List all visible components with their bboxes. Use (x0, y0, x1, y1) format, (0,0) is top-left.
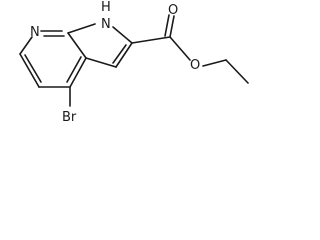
bond-c3-c3a (85, 57, 117, 68)
bond-c4-c3a (69, 57, 87, 88)
atom-label-pyrrole-h: H (101, 0, 111, 15)
molecule-canvas: N H N O O Br (0, 0, 260, 140)
bond-c4-c3a-double (66, 56, 82, 83)
atom-label-ester-o: O (190, 58, 200, 73)
bond-n7-c6 (19, 36, 33, 55)
bond-carbonyl-o-double (164, 14, 170, 37)
bond-n1-c2 (112, 26, 133, 44)
atom-label-pyridine-n: N (30, 25, 40, 40)
bond-c2-c3 (115, 42, 133, 68)
bond-c2-c3-double (112, 44, 127, 64)
ester-chain (131, 14, 249, 84)
bond-c3a-c7a (67, 32, 87, 59)
pyridine-ring (19, 30, 87, 88)
pyrrole-ring (67, 23, 133, 68)
bond-c2-ccarbonyl (131, 36, 171, 44)
bond-c7a-n1 (67, 23, 96, 34)
atom-label-carbonyl-o: O (168, 3, 178, 18)
bond-c6-c5 (19, 53, 40, 88)
bond-ch2-ch3 (225, 59, 249, 84)
chemical-structure: N H N O O Br (19, 0, 249, 125)
bond-oester-ch2 (202, 59, 227, 67)
bond-ccarbonyl-oester (169, 36, 191, 61)
bond-carbonyl-o (169, 15, 175, 38)
bond-c6-c5-double (24, 54, 42, 83)
atom-label-bromo: Br (62, 110, 77, 125)
atom-label-pyrrole-n: N (101, 17, 111, 32)
